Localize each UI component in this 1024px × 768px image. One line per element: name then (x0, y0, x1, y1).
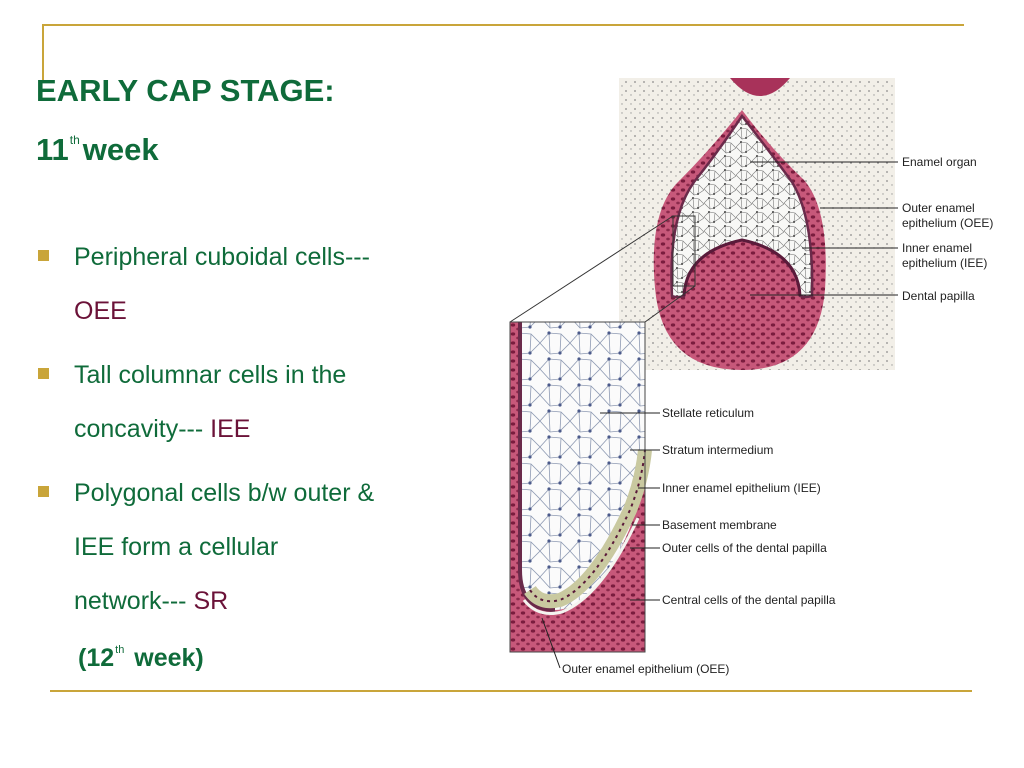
left-rule (42, 24, 44, 80)
bullet-square-icon (38, 250, 49, 261)
note-superscript: th (115, 644, 125, 656)
top-rule (42, 24, 964, 26)
note-rest: week) (127, 644, 204, 672)
oee-layer (518, 322, 556, 612)
label-outer-enamel-epithelium: Outer enamel epithelium (OEE) (562, 662, 729, 676)
bullet-square-icon (38, 368, 49, 379)
bullet-sr: Polygonal cells b/w outer & IEE form a c… (36, 466, 476, 628)
bullet-text: Peripheral cuboidal cells--- (74, 243, 370, 271)
label-basement-membrane: Basement membrane (662, 518, 777, 532)
zoom-line-bottom (644, 285, 696, 323)
label-stellate-reticulum: Stellate reticulum (662, 406, 754, 420)
label-iee-line2: epithelium (IEE) (902, 256, 987, 270)
inner-enamel-epithelium-line (682, 238, 802, 297)
bullet-square-icon (38, 486, 49, 497)
week-word: week (82, 132, 159, 167)
basement-membrane-line (522, 517, 640, 615)
bullet-list: Peripheral cuboidal cells--- OEE Tall co… (36, 230, 476, 638)
upper-panel (619, 78, 895, 370)
label-dental-papilla: Dental papilla (902, 289, 975, 303)
bullet-oee: Peripheral cuboidal cells--- OEE (36, 230, 476, 338)
week-superscript: th (69, 133, 80, 147)
iee-nuclei (529, 449, 646, 603)
lower-panel-frame (509, 321, 646, 653)
week-note: (12th week) (78, 631, 204, 677)
slide-subtitle: 11thweek (36, 121, 159, 169)
label-outer-cells-papilla: Outer cells of the dental papilla (662, 541, 827, 555)
bullet-text: Polygonal cells b/w outer & IEE form a c… (74, 479, 375, 615)
label-stratum-intermedium: Stratum intermedium (662, 443, 773, 457)
bottom-rule (50, 690, 972, 692)
bullet-iee: Tall columnar cells in the concavity--- … (36, 348, 476, 456)
histology-figure: Enamel organ Outer enamel epithelium (OE… (480, 70, 1024, 690)
lower-labels: Stellate reticulum Stratum intermedium I… (562, 406, 836, 676)
zoom-box (672, 215, 696, 287)
lower-panel (509, 321, 652, 653)
upper-labels: Enamel organ Outer enamel epithelium (OE… (902, 155, 993, 303)
label-central-cells-papilla: Central cells of the dental papilla (662, 593, 836, 607)
week-number: 11 (36, 132, 69, 167)
label-inner-enamel: Inner enamel (902, 241, 972, 255)
bullet-code: OEE (74, 297, 127, 325)
oral-epithelium (730, 78, 790, 96)
slide-title: EARLY CAP STAGE: (36, 73, 335, 108)
cap-stage-illustration: Enamel organ Outer enamel epithelium (OE… (509, 78, 993, 676)
bullet-code: SR (193, 587, 229, 615)
zoom-line-top (509, 215, 674, 323)
label-enamel-organ: Enamel organ (902, 155, 977, 169)
bullet-text: Tall columnar cells in the concavity--- (74, 361, 347, 443)
note-open: (12 (78, 644, 115, 672)
label-inner-enamel-epithelium: Inner enamel epithelium (IEE) (662, 481, 821, 495)
label-outer-enamel: Outer enamel (902, 201, 975, 215)
lower-leader-lines (541, 412, 660, 669)
bullet-code: IEE (210, 415, 251, 443)
upper-leader-lines (750, 161, 898, 296)
label-oee-line2: epithelium (OEE) (902, 216, 993, 230)
